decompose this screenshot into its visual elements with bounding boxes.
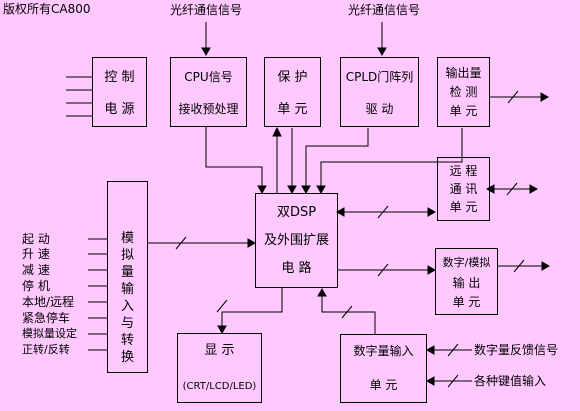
remote-comm-box: 远 程 通 讯 单 元 xyxy=(437,157,490,221)
analog-box-char: 模 xyxy=(120,231,134,246)
display-box: 显 示 (CRT/LCD/LED) xyxy=(177,333,262,403)
analog-box-char: 与 xyxy=(120,316,134,331)
power-box-title: 控 制 xyxy=(104,70,135,85)
analog-input-label: 起 动 xyxy=(22,232,50,246)
output-detect-box: 输出量 检 测 单 元 xyxy=(437,57,490,127)
digital-input-box: 数字量输入 单 元 xyxy=(340,334,427,403)
dsp-box-line3: 电 路 xyxy=(281,261,312,276)
digital-feedback-label: 数字量反馈信号 xyxy=(474,343,559,357)
cpld-box-subtitle: 驱 动 xyxy=(365,102,394,116)
da-box-line3: 单 元 xyxy=(452,295,481,309)
key-input-label: 各种键值输入 xyxy=(474,374,547,388)
analog-box-char: 换 xyxy=(120,350,134,365)
analog-to-dsp xyxy=(148,236,257,250)
detect-box-line3: 单 元 xyxy=(449,104,478,118)
display-box-subtitle: (CRT/LCD/LED) xyxy=(182,381,257,392)
detect-box-line2: 检 测 xyxy=(449,85,478,99)
cpu-box-title: CPU信号 xyxy=(184,70,233,84)
watermark: 版权所有CA800 xyxy=(3,2,91,16)
remote-box-line3: 单 元 xyxy=(449,200,478,214)
digital-box-subtitle: 单 元 xyxy=(369,378,398,392)
cpu-box-subtitle: 接收预处理 xyxy=(178,102,239,116)
dsp-to-display xyxy=(216,288,283,335)
da-box-line1: 数字/模拟 xyxy=(442,256,491,269)
remote-box-line1: 远 程 xyxy=(449,164,478,178)
dsp-box-line2: 及外围扩展 xyxy=(263,233,329,248)
top-to-dsp-links xyxy=(205,126,463,195)
fiber-signal-label-left: 光纤通信信号 xyxy=(170,3,243,17)
da-box-line2: 输 出 xyxy=(452,276,481,290)
detect-box-line1: 输出量 xyxy=(445,66,482,80)
analog-input-label: 升 速 xyxy=(22,247,50,261)
protect-box-title: 保 护 xyxy=(277,70,308,85)
analog-input-label: 正转/反转 xyxy=(22,343,70,356)
analog-input-label: 本地/远程 xyxy=(22,295,75,309)
digital-box-title: 数字量输入 xyxy=(353,344,414,358)
dsp-box: 双DSP 及外围扩展 电 路 xyxy=(255,193,338,288)
display-box-title: 显 示 xyxy=(204,343,235,358)
analog-box-char: 转 xyxy=(120,333,134,348)
remote-box-line2: 通 讯 xyxy=(449,182,478,196)
digital-input-arrows xyxy=(425,343,472,388)
fiber-arrows xyxy=(201,22,387,57)
analog-input-label: 停 机 xyxy=(22,279,50,293)
power-box: 控 制 电 源 xyxy=(92,57,147,127)
analog-box-char: 入 xyxy=(120,299,134,314)
dsp-remote-link xyxy=(335,182,539,219)
analog-input-label: 模拟量设定 xyxy=(22,327,77,340)
digital-analog-output-box: 数字/模拟 输 出 单 元 xyxy=(435,248,498,315)
analog-input-label: 减 速 xyxy=(22,263,50,277)
fiber-signal-label-right: 光纤通信信号 xyxy=(348,3,421,17)
power-input-lines xyxy=(66,76,92,117)
analog-input-box: 模 拟 量 输 入 与 转 换 xyxy=(107,181,148,373)
digital-to-dsp xyxy=(317,287,376,334)
cpld-box-title: CPLD门阵列 xyxy=(345,70,414,84)
analog-box-char: 拟 xyxy=(120,248,134,263)
analog-box-char: 量 xyxy=(120,265,134,280)
power-box-subtitle: 电 源 xyxy=(104,102,135,117)
cpld-box: CPLD门阵列 驱 动 xyxy=(340,57,419,127)
analog-input-label: 紧急停车 xyxy=(22,311,71,325)
dsp-box-line1: 双DSP xyxy=(276,205,317,220)
protect-box: 保 护 单 元 xyxy=(264,57,321,127)
cpu-box: CPU信号 接收预处理 xyxy=(170,57,247,127)
detect-output xyxy=(490,90,550,104)
analog-box-char: 输 xyxy=(120,282,134,297)
protect-box-subtitle: 单 元 xyxy=(277,102,308,117)
dsp-da-link xyxy=(338,259,551,277)
analog-input-lines xyxy=(88,238,107,351)
